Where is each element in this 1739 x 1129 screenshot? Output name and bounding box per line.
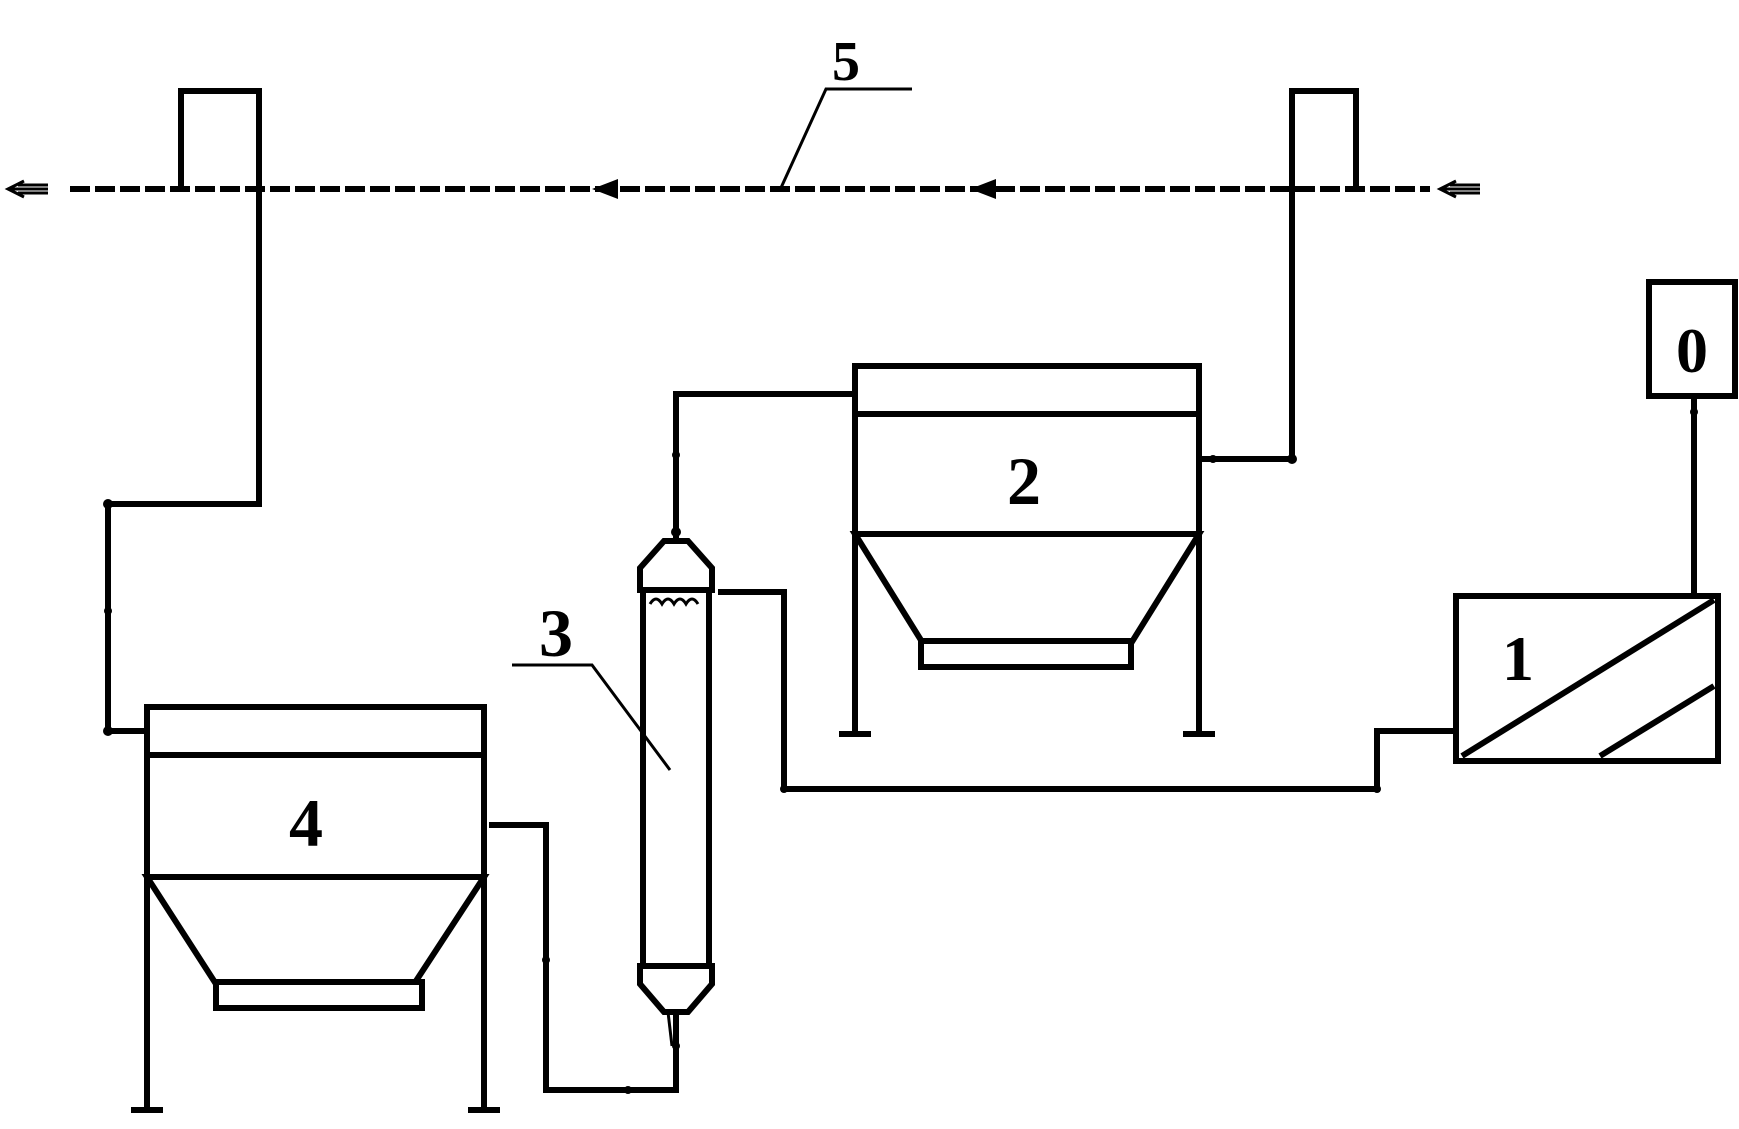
flow-arrow-icon-2 [970, 179, 996, 199]
unit-1: 1 [1453, 593, 1721, 764]
unit-2-hopper [849, 531, 1205, 648]
column-3-label: 3 [539, 595, 573, 671]
column-3-bottom-cap [637, 963, 715, 1015]
left-hood [178, 88, 262, 189]
duct-label: 5 [832, 31, 860, 93]
duct-outlet-arrow-icon [4, 179, 48, 199]
source-unit-0: 0 [1646, 279, 1738, 399]
unit-4-label: 4 [289, 785, 323, 861]
column-3-drain [666, 1011, 674, 1047]
main-duct: 5 [4, 31, 1480, 199]
column-3: 3 [512, 538, 715, 1047]
unit-2-label: 2 [1007, 443, 1041, 519]
source-label: 0 [1676, 315, 1708, 386]
duct-leader-line [778, 87, 912, 191]
unit-4-outlet [213, 979, 425, 1011]
column-3-spray-icon [648, 597, 700, 607]
unit-1-diagonal-short [1598, 683, 1716, 759]
column-3-leader-line [512, 663, 672, 771]
unit-4: 4 [131, 704, 500, 1113]
pipe-4-to-duct [105, 189, 262, 734]
junction-dots [103, 408, 1698, 1094]
unit-2: 2 [839, 363, 1215, 737]
unit-1-diagonal [1460, 597, 1716, 759]
unit-4-top [144, 704, 487, 758]
flow-arrow-icon-1 [592, 179, 618, 199]
right-hood [1289, 88, 1359, 189]
unit-2-outlet [918, 638, 1134, 670]
unit-4-body [144, 752, 487, 880]
column-3-top-cap [637, 538, 715, 593]
column-3-body [640, 587, 712, 969]
unit-4-hopper [141, 874, 490, 987]
unit-1-label: 1 [1502, 623, 1534, 694]
unit-2-top [852, 363, 1202, 417]
pipe-2-to-duct [1199, 189, 1295, 462]
duct-inlet-arrow-icon [1436, 179, 1480, 199]
unit-2-body [852, 411, 1202, 537]
pipe-1-to-3 [718, 589, 1456, 792]
pipe-3-to-2 [673, 391, 855, 541]
pipe-3-to-4 [489, 822, 679, 1093]
